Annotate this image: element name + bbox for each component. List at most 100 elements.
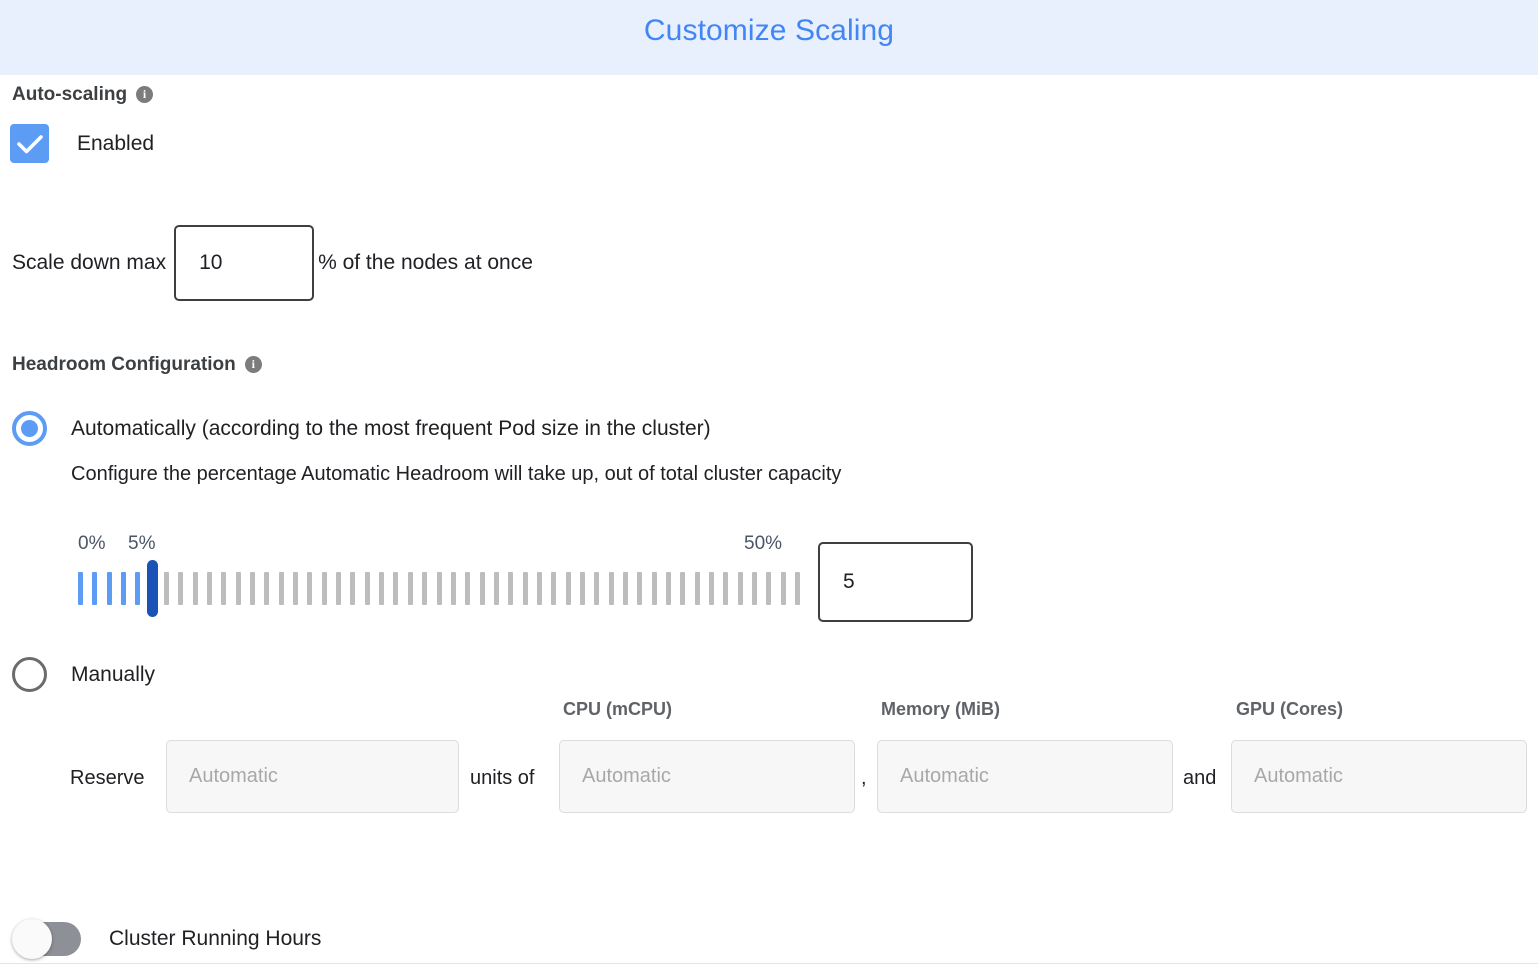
headroom-manual-option[interactable]: Manually [12,657,155,692]
reserve-cpu-input[interactable] [559,740,855,813]
slider-tick [694,572,700,605]
scale-down-max-row: Scale down max % of the nodes at once [12,225,533,301]
slider-tick [422,572,428,605]
slider-tick [106,572,112,605]
slider-tick [766,572,772,605]
headroom-percentage-input[interactable] [818,542,973,622]
slider-tick [751,572,757,605]
reserve-memory-input[interactable] [877,740,1173,813]
and-separator: and [1183,767,1217,789]
bottom-divider [0,963,1538,964]
slider-tick [321,572,327,605]
info-icon[interactable]: i [136,85,154,103]
page-title: Customize Scaling [643,13,895,47]
slider-tick [651,572,657,605]
radio-automatic-dot [21,420,38,437]
slider-tick [221,572,227,605]
toggle-knob [12,919,52,959]
scale-down-max-label: Scale down max [12,251,167,274]
headroom-percentage-slider[interactable]: 0% 5% 50% [0,533,1000,643]
slider-thumb[interactable] [146,560,158,617]
reserve-gpu-input[interactable] [1231,740,1527,813]
column-header-gpu: GPU (Cores) [1236,699,1344,719]
slider-max-label: 50% [744,533,783,554]
auto-scaling-enabled-row[interactable]: Enabled [10,124,154,163]
slider-tick [264,572,270,605]
slider-tick [737,572,743,605]
slider-tick [379,572,385,605]
reserve-label: Reserve [70,767,145,789]
slider-tick [551,572,557,605]
slider-tick [235,572,241,605]
slider-tick [350,572,356,605]
slider-tick [522,572,528,605]
slider-tick [393,572,399,605]
slider-tick [465,572,471,605]
auto-scaling-section-header: Auto-scaling i [12,84,154,106]
slider-tick [407,572,413,605]
slider-tick [135,572,141,605]
slider-tick [178,572,184,605]
slider-tick [723,572,729,605]
cluster-running-hours-row[interactable]: Cluster Running Hours [12,919,322,959]
reserve-form: CPU (mCPU) Memory (MiB) GPU (Cores) Rese… [0,695,1538,830]
units-of-label: units of [470,767,535,789]
reserve-units-input[interactable] [166,740,459,813]
slider-tick [436,572,442,605]
slider-tick [450,572,456,605]
scale-down-max-suffix: % of the nodes at once [318,251,533,274]
slider-tick [192,572,198,605]
slider-tick [508,572,514,605]
column-header-cpu: CPU (mCPU) [563,699,673,719]
slider-tick [293,572,299,605]
radio-automatic[interactable] [12,411,47,446]
slider-tick [364,572,370,605]
slider-tick [307,572,313,605]
column-header-memory: Memory (MiB) [881,699,1001,719]
slider-tick [579,572,585,605]
slider-tick [336,572,342,605]
radio-automatic-label: Automatically (according to the most fre… [71,416,711,440]
slider-tick [536,572,542,605]
headroom-automatic-description: Configure the percentage Automatic Headr… [71,463,842,485]
auto-scaling-label: Auto-scaling [12,84,128,105]
slider-tick [121,572,127,605]
headroom-configuration-label: Headroom Configuration [12,354,236,375]
info-icon[interactable]: i [244,355,262,373]
check-icon [16,134,43,153]
slider-tick [78,572,83,605]
slider-tick [708,572,714,605]
radio-manually-label: Manually [71,662,156,686]
scale-down-max-input[interactable] [174,225,315,301]
dialog-header: Customize Scaling [0,0,1538,75]
headroom-automatic-option[interactable]: Automatically (according to the most fre… [12,411,711,446]
slider-tick [594,572,600,605]
slider-tick [250,572,256,605]
slider-min-label: 0% [78,533,106,554]
slider-tick [479,572,485,605]
slider-tick [795,572,800,605]
auto-scaling-enabled-label: Enabled [77,131,155,155]
radio-manually[interactable] [12,657,47,692]
headroom-section-header: Headroom Configuration i [12,354,262,376]
slider-tick [493,572,499,605]
slider-tick [680,572,686,605]
slider-current-label: 5% [128,533,156,554]
cluster-running-hours-label: Cluster Running Hours [109,927,322,950]
slider-tick [92,572,98,605]
slider-tick [608,572,614,605]
cluster-running-hours-toggle[interactable] [12,919,81,959]
slider-track[interactable] [78,572,800,605]
slider-tick [207,572,213,605]
info-icon-glyph: i [142,86,147,101]
auto-scaling-enabled-checkbox[interactable] [10,124,49,163]
comma-separator: , [861,767,867,789]
slider-tick [278,572,284,605]
slider-tick [164,572,170,605]
slider-tick [622,572,628,605]
slider-tick [780,572,786,605]
slider-tick [665,572,671,605]
slider-tick [565,572,571,605]
slider-tick [637,572,643,605]
info-icon-glyph: i [251,356,255,371]
